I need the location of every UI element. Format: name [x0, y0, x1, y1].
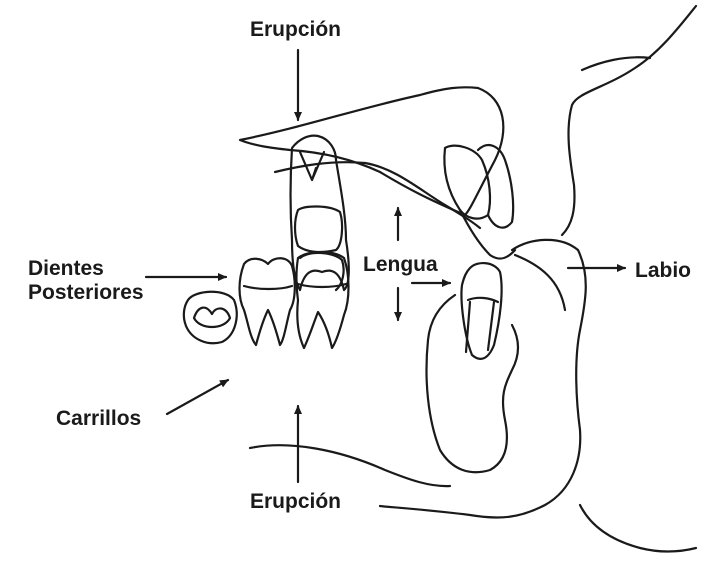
- label-erupcion-bottom: Erupción: [250, 490, 341, 514]
- neck-line: [580, 505, 696, 551]
- lower-molar: [240, 258, 295, 345]
- label-dientes-line1: Dientes: [28, 257, 144, 281]
- label-dientes-posteriores: Dientes Posteriores: [28, 257, 144, 305]
- label-dientes-line2: Posteriores: [28, 281, 144, 305]
- chin-curve: [250, 445, 450, 486]
- lower-molar-crown-line: [244, 286, 292, 289]
- lower-lip-front: [515, 255, 565, 310]
- lower-second-tooth-line: [298, 284, 346, 287]
- lower-jaw-outline: [427, 295, 519, 472]
- face-profile: [562, 6, 696, 235]
- upper-tooth-bud-1: [295, 206, 342, 252]
- upper-arch-outline: [240, 87, 503, 215]
- lower-second-tooth: [297, 252, 349, 348]
- upper-arch-inner-line: [275, 162, 480, 228]
- arrow-carrillos: [167, 380, 228, 414]
- label-carrillos: Carrillos: [56, 407, 141, 431]
- tooth-germ-crown: [194, 308, 230, 327]
- label-labio: Labio: [635, 259, 691, 283]
- label-lengua: Lengua: [363, 253, 438, 277]
- lip-outline: [380, 240, 586, 518]
- label-erupcion-top: Erupción: [250, 18, 341, 42]
